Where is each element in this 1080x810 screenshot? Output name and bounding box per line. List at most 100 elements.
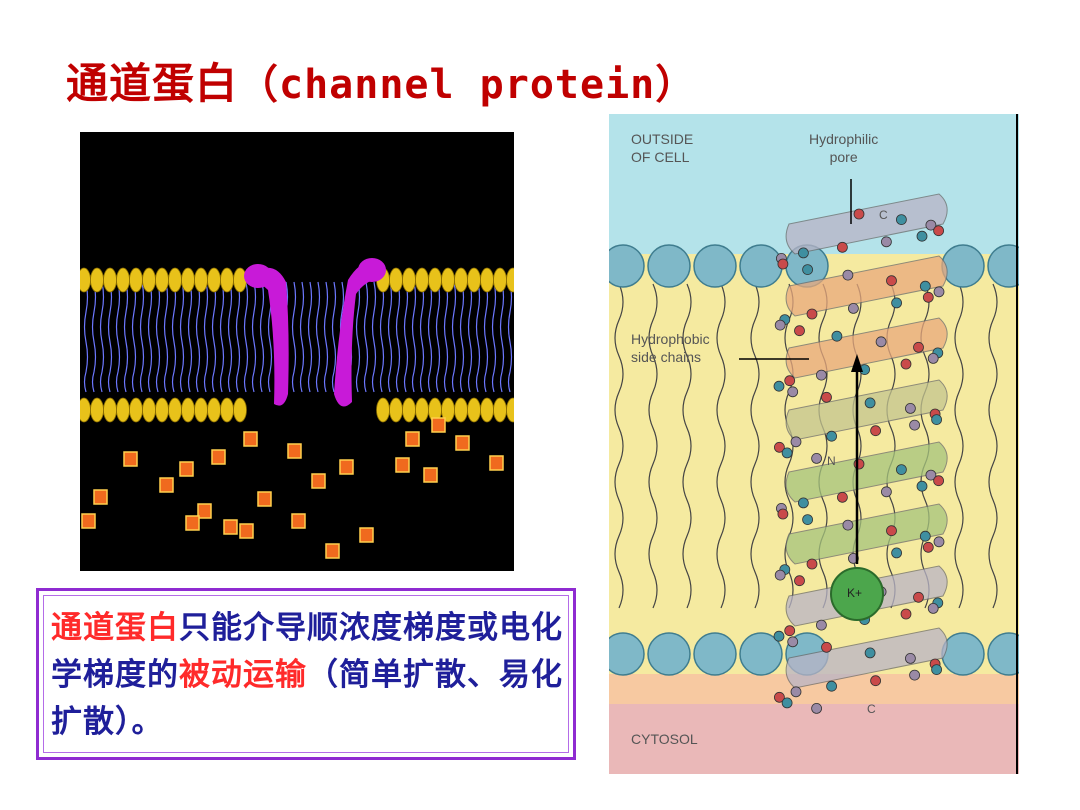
helix-atom [917, 231, 927, 241]
helix-channel-diagram: OUTSIDE OF CELL Hydrophilic pore Hydroph… [609, 114, 1019, 774]
solute-particle [212, 450, 225, 464]
phospholipid-head [104, 268, 117, 292]
phospholipid-head [481, 268, 494, 292]
helix-atom [798, 498, 808, 508]
helix-atom [843, 270, 853, 280]
helix-atom [914, 592, 924, 602]
helix-atom [827, 431, 837, 441]
helix-atom [887, 526, 897, 536]
lipid-head-inner [694, 633, 736, 675]
phospholipid-head [169, 398, 182, 422]
helix-atom [822, 642, 832, 652]
helix-atom [816, 370, 826, 380]
helix-atom [795, 326, 805, 336]
helix-atom [934, 476, 944, 486]
lipid-head-outer [609, 245, 644, 287]
helix-atom [881, 487, 891, 497]
phospholipid-head [117, 398, 130, 422]
helix-atom [788, 387, 798, 397]
helix-atom [822, 392, 832, 402]
helix-atom [910, 420, 920, 430]
helix-atom [837, 492, 847, 502]
solute-particle [406, 432, 419, 446]
helix-atom [920, 281, 930, 291]
helix-atom [928, 353, 938, 363]
helix-atom [791, 687, 801, 697]
helix-atom [785, 626, 795, 636]
solute-particle [340, 460, 353, 474]
lipid-head-inner [942, 633, 984, 675]
phospholipid-head [234, 398, 247, 422]
helix-atom [905, 403, 915, 413]
caption-term-channel-protein: 通道蛋白 [51, 610, 179, 646]
c-terminus-top-label: C [879, 206, 888, 224]
helix-atom [843, 520, 853, 530]
phospholipid-head [403, 268, 416, 292]
helix-atom [871, 426, 881, 436]
helix-atom [807, 559, 817, 569]
helix-atom [917, 481, 927, 491]
helix-atom [932, 415, 942, 425]
helix-atom [892, 298, 902, 308]
helix-atom [788, 637, 798, 647]
phospholipid-head [494, 398, 507, 422]
helix-atom [865, 398, 875, 408]
lipid-head-inner [648, 633, 690, 675]
phospholipid-head [182, 398, 195, 422]
solute-particle [258, 492, 271, 506]
lipid-head-outer [648, 245, 690, 287]
solute-particle [240, 524, 253, 538]
cytosol-label: CYTOSOL [631, 730, 698, 748]
helix-atom [812, 453, 822, 463]
lipid-head-inner [609, 633, 644, 675]
phospholipid-head [91, 398, 104, 422]
phospholipid-head [494, 268, 507, 292]
phospholipid-head [390, 398, 403, 422]
helix-atom [854, 459, 864, 469]
title-english: （channel protein） [238, 62, 696, 108]
ion-label: K+ [847, 584, 862, 602]
helix-atom [848, 303, 858, 313]
phospholipid-head [195, 398, 208, 422]
helix-atom [807, 309, 817, 319]
solute-particle [312, 474, 325, 488]
helix-atom [837, 242, 847, 252]
c-terminus-bottom-label: C [867, 700, 876, 718]
solute-particle [292, 514, 305, 528]
caption-box: 通道蛋白只能介导顺浓度梯度或电化学梯度的被动运输（简单扩散、易化扩散）。 [36, 588, 576, 760]
phospholipid-head [234, 268, 247, 292]
phospholipid-head [442, 268, 455, 292]
phospholipid-head [156, 398, 169, 422]
hydrophilic-pore-label: Hydrophilic pore [809, 130, 878, 166]
helix-atom [775, 320, 785, 330]
solute-particle [424, 468, 437, 482]
solute-particle [180, 462, 193, 476]
n-terminus-label: N [827, 452, 836, 470]
hydrophobic-side-chains-label: Hydrophobic side chains [631, 330, 710, 366]
phospholipid-head [104, 398, 117, 422]
solute-particle [186, 516, 199, 530]
solute-particle [432, 418, 445, 432]
phospholipid-head [455, 268, 468, 292]
helix-atom [920, 531, 930, 541]
helix-atom [791, 437, 801, 447]
helix-atom [816, 620, 826, 630]
helix-atom [795, 576, 805, 586]
solute-particle [224, 520, 237, 534]
caption-text-part1: 只能介导顺浓度梯度或电化学梯度的 [51, 610, 563, 693]
page-title: 通道蛋白（channel protein） [66, 50, 696, 111]
solute-particle [396, 458, 409, 472]
helix-atom [782, 448, 792, 458]
helix-atom [887, 276, 897, 286]
membrane-illustration [80, 132, 514, 571]
phospholipid-head [403, 398, 416, 422]
solute-particle [288, 444, 301, 458]
helix-atom [774, 381, 784, 391]
helix-atom [934, 287, 944, 297]
phospholipid-head [416, 268, 429, 292]
phospholipid-head [221, 398, 234, 422]
phospholipid-head [117, 268, 130, 292]
phospholipid-head [455, 398, 468, 422]
helix-atom [934, 537, 944, 547]
phospholipid-head [468, 398, 481, 422]
